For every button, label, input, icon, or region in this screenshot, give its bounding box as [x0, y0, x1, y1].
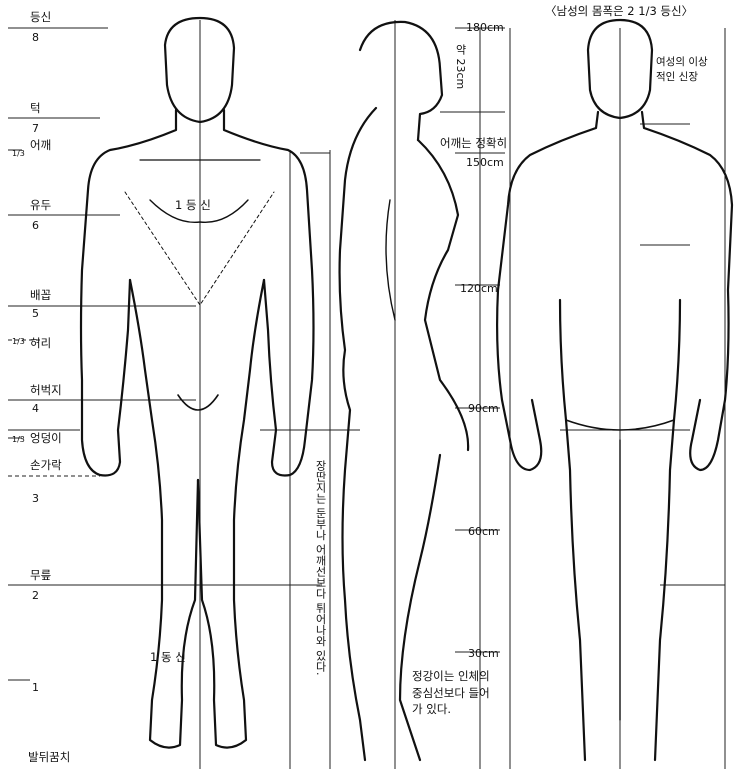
label-unit-number: 2	[32, 589, 39, 602]
label-third: 1/3	[12, 435, 25, 444]
label-unit-number: 1	[32, 681, 39, 694]
label-third: 1/3	[12, 149, 25, 158]
label-navel: 배꼽	[30, 288, 52, 302]
label-shoulder: 어깨	[30, 138, 52, 152]
one-head-legs-label: 1 동 신	[150, 650, 186, 664]
height-label: 180cm	[466, 21, 504, 34]
back-figure	[496, 18, 734, 762]
reference-lines	[8, 20, 726, 769]
height-label: 30cm	[468, 647, 499, 660]
label-knee: 무릎	[30, 568, 52, 582]
label-hip: 엉덩이	[30, 431, 62, 445]
calf-note: 장딴지는 둔부나 어깨선보다 튀어나와 있다.	[314, 460, 327, 676]
label-unit-number: 3	[32, 492, 39, 505]
label-unit-number: 7	[32, 122, 39, 135]
label-thigh: 허벅지	[30, 383, 62, 397]
diagram-title: 〈남성의 몸폭은 2 1/3 등신〉	[545, 4, 694, 18]
height-label: 150cm	[466, 156, 504, 169]
label-heel: 발뒤꿈치	[28, 750, 71, 764]
female-height-note: 여성의 이상 적인 신장	[656, 56, 708, 84]
side-figure	[338, 20, 470, 762]
shoulder-note: 어깨는 정확히	[440, 136, 508, 150]
label-unit-number: 4	[32, 402, 39, 415]
label-waist: 허리	[30, 336, 52, 350]
shin-note: 정강이는 인체의 중심선보다 들어 가 있다.	[412, 669, 490, 717]
label-chin: 턱	[30, 101, 41, 115]
label-unit-number: 5	[32, 307, 39, 320]
height-label: 120cm	[460, 282, 498, 295]
head-length-note: 약 23cm	[454, 44, 467, 90]
label-nipple: 유두	[30, 198, 52, 212]
label-unit-number: 6	[32, 219, 39, 232]
label-unit-number: 8	[32, 31, 39, 44]
height-label: 60cm	[468, 525, 499, 538]
one-head-chest-label: 1 등 신	[175, 198, 211, 212]
height-label: 90cm	[468, 402, 499, 415]
label-head-unit: 등신	[30, 10, 52, 24]
front-figure	[79, 16, 315, 749]
label-third: 1/3	[12, 337, 25, 346]
label-fingers: 손가락	[30, 458, 62, 472]
